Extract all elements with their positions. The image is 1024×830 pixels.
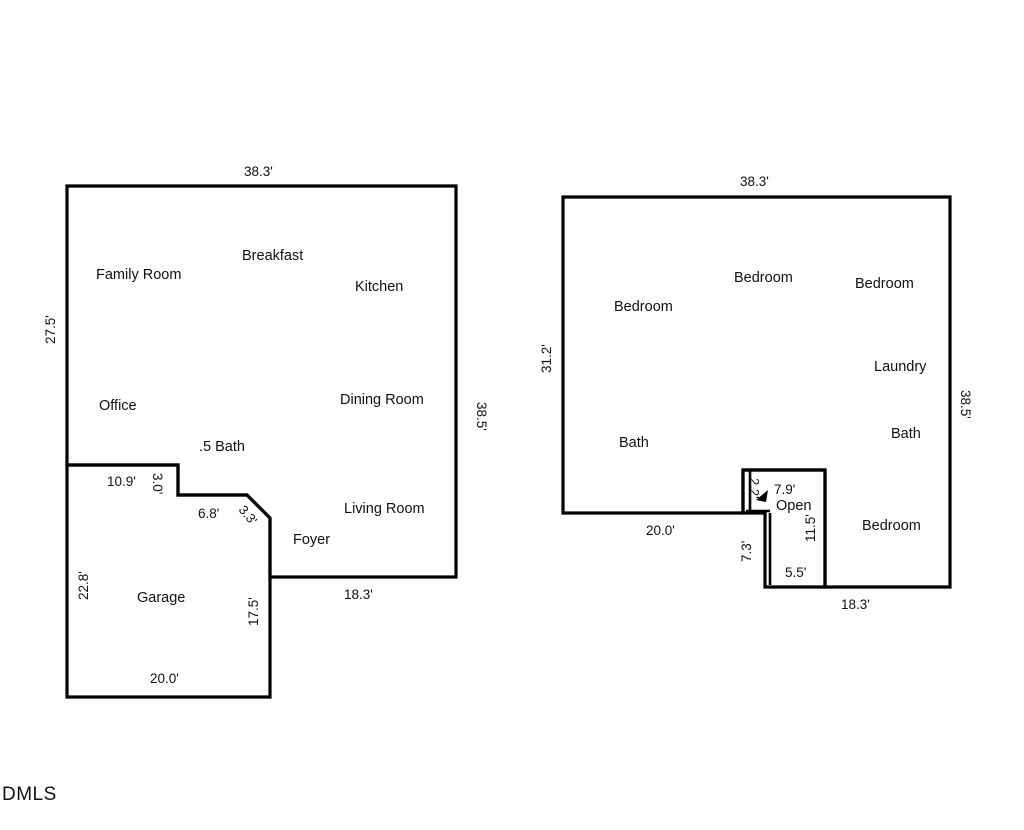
- dimension-bottom: 18.3': [344, 587, 373, 602]
- room-label-bedroom-4: Bedroom: [862, 518, 921, 534]
- dimension-garage-right: 17.5': [246, 597, 261, 626]
- open-area-outline: [741, 468, 827, 589]
- garage-outline: [65, 463, 272, 699]
- dimension-open-top: 7.9': [774, 482, 795, 497]
- room-label-open: Open: [776, 498, 811, 514]
- dimension-right: 38.5': [474, 402, 489, 431]
- dimension-left: 27.5': [43, 315, 58, 344]
- dimension-open-right: 11.5': [803, 514, 818, 542]
- room-label-office: Office: [99, 398, 137, 414]
- room-label-kitchen: Kitchen: [355, 279, 403, 295]
- dimension-garage-notch: 3.0': [150, 473, 165, 494]
- room-label-garage: Garage: [137, 590, 185, 606]
- watermark-logo: DMLS: [2, 784, 57, 805]
- room-label-bedroom-1: Bedroom: [614, 299, 673, 315]
- main-floor-living-outline: [65, 184, 458, 579]
- room-label-living-room: Living Room: [344, 501, 425, 517]
- room-label-dining-room: Dining Room: [340, 392, 424, 408]
- dimension-garage-step: 6.8': [198, 506, 219, 521]
- dimension-right: 38.5': [958, 390, 973, 419]
- room-label-bedroom-3: Bedroom: [855, 276, 914, 292]
- dimension-open-small: 2.2': [747, 478, 762, 499]
- dimension-left: 31.2': [539, 344, 554, 373]
- dimension-garage-left: 22.8': [76, 571, 91, 600]
- dimension-top: 38.3': [740, 174, 769, 189]
- room-label-bedroom-2: Bedroom: [734, 270, 793, 286]
- dimension-top: 38.3': [244, 164, 273, 179]
- room-label-foyer: Foyer: [293, 532, 330, 548]
- dimension-garage-top: 10.9': [107, 474, 136, 489]
- room-label-breakfast: Breakfast: [242, 248, 303, 264]
- dimension-bottom-right: 18.3': [841, 597, 870, 612]
- dimension-open-bottom: 5.5': [785, 565, 806, 580]
- room-label-laundry: Laundry: [874, 359, 927, 375]
- room-label-bath-1: Bath: [619, 435, 649, 451]
- room-label-half-bath: .5 Bath: [199, 439, 245, 455]
- arrow-marker-icon: [756, 490, 768, 502]
- dimension-bottom-left: 20.0': [646, 523, 675, 538]
- dimension-garage-bottom: 20.0': [150, 671, 179, 686]
- room-label-bath-2: Bath: [891, 426, 921, 442]
- room-label-family-room: Family Room: [96, 267, 181, 283]
- upper-floor-plan: Bedroom Bedroom Bedroom Laundry Bath Bat…: [539, 174, 973, 612]
- dimension-open-left: 7.3': [739, 541, 754, 562]
- main-floor-plan: Family Room Breakfast Kitchen Office Din…: [43, 164, 489, 699]
